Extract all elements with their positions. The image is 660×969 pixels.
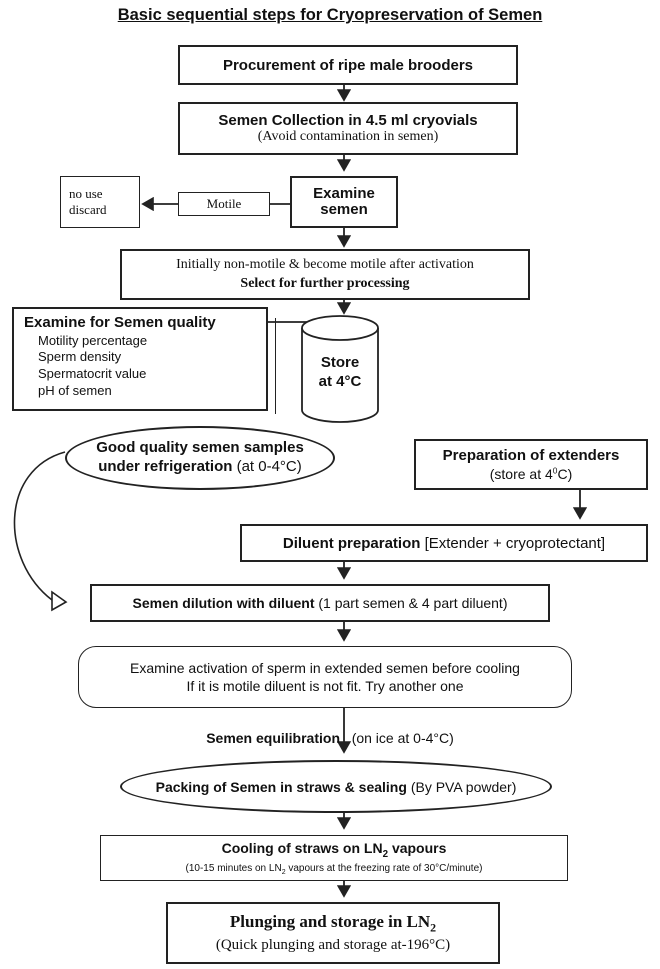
collection-label: Semen Collection in 4.5 ml cryovials <box>218 112 478 129</box>
procurement-box: Procurement of ripe male brooders <box>178 45 518 85</box>
procurement-label: Procurement of ripe male brooders <box>222 56 474 74</box>
equilibration-text: Semen equilibration (on ice at 0-4°C) <box>0 730 660 746</box>
plunging-box: Plunging and storage in LN2 (Quick plung… <box>166 902 500 964</box>
quality-item: pH of semen <box>38 383 112 399</box>
dilution-label: Semen dilution with diluent <box>132 595 315 611</box>
quality-title: Examine for Semen quality <box>24 314 216 331</box>
packing-label: Packing of Semen in straws & sealing <box>155 778 407 795</box>
plunging-label: Plunging and storage in LN2 <box>229 912 437 935</box>
motile-box: Motile <box>178 192 270 216</box>
collection-box: Semen Collection in 4.5 ml cryovials (Av… <box>178 102 518 155</box>
cooling-note: (10-15 minutes on LN2 vapours at the fre… <box>185 862 483 876</box>
extenders-title: Preparation of extenders <box>442 446 620 464</box>
diluent-detail: [Extender + cryoprotectant] <box>424 534 606 552</box>
activation-check-line1: Examine activation of sperm in extended … <box>130 659 520 676</box>
quality-item: Motility percentage <box>38 332 148 348</box>
activation-box: Initially non-motile & become motile aft… <box>120 249 530 300</box>
diluent-label: Diluent preparation <box>282 534 421 552</box>
storage-cylinder <box>301 315 379 423</box>
discard-box: no use discard <box>60 176 140 228</box>
quality-item: Sperm density <box>38 349 122 365</box>
packing-oval: Packing of Semen in straws & sealing (By… <box>120 760 552 813</box>
equilibration-label: Semen equilibration <box>206 730 341 746</box>
store-line2: at 4°C <box>318 372 362 390</box>
store-label: Store at 4°C <box>302 354 378 392</box>
quality-item: Spermatocrit value <box>38 366 147 382</box>
good-quality-oval: Good quality semen samples under refrige… <box>65 426 335 490</box>
examine-semen-line2: semen <box>320 201 368 218</box>
packing-detail: (By PVA powder) <box>410 778 517 795</box>
cooling-box: Cooling of straws on LN2 vapours (10-15 … <box>100 835 568 881</box>
examine-semen-line1: Examine <box>313 184 375 202</box>
good-quality-note: (at 0-4°C) <box>236 458 302 475</box>
collection-note: (Avoid contamination in semen) <box>257 129 439 144</box>
good-quality-line1: Good quality semen samples <box>96 439 304 457</box>
activation-check-line2: If it is motile diluent is not fit. Try … <box>186 678 464 694</box>
page-title: Basic sequential steps for Cryopreservat… <box>117 6 543 24</box>
equilibration-detail: (on ice at 0-4°C) <box>351 730 454 746</box>
curved-arrow <box>13 451 66 601</box>
plunging-note: (Quick plunging and storage at-196°C) <box>215 936 451 953</box>
dilution-detail: (1 part semen & 4 part diluent) <box>318 595 508 611</box>
motile-label: Motile <box>206 196 242 211</box>
dilution-box: Semen dilution with diluent (1 part seme… <box>90 584 550 622</box>
quality-box-bracket <box>275 318 276 414</box>
diluent-box: Diluent preparation [Extender + cryoprot… <box>240 524 648 562</box>
extenders-note: (store at 40C) <box>489 465 573 483</box>
discard-line2: discard <box>69 202 107 217</box>
store-line1: Store <box>320 354 360 371</box>
activation-line2: Select for further processing <box>240 275 410 291</box>
extenders-box: Preparation of extenders (store at 40C) <box>414 439 648 490</box>
quality-box: Examine for Semen quality Motility perce… <box>12 307 268 411</box>
activation-check-box: Examine activation of sperm in extended … <box>78 646 572 708</box>
activation-line1: Initially non-motile & become motile aft… <box>176 256 474 272</box>
cooling-label: Cooling of straws on LN2 vapours <box>221 840 447 860</box>
examine-semen-box: Examine semen <box>290 176 398 228</box>
discard-line1: no use <box>69 185 103 201</box>
good-quality-line2: under refrigeration <box>98 458 233 475</box>
